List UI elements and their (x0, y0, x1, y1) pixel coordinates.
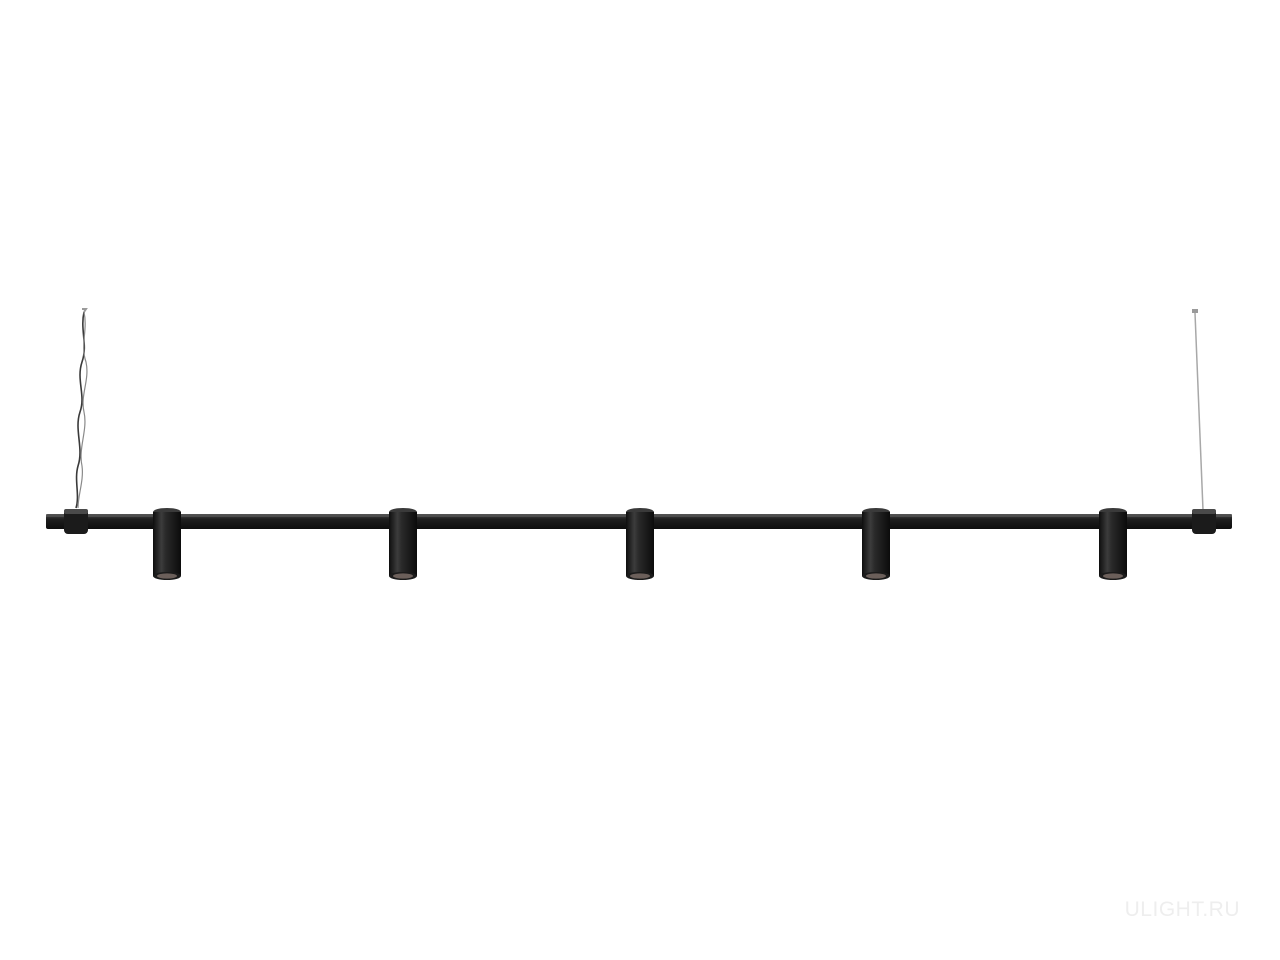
watermark-text: ULIGHT.RU (1124, 898, 1240, 921)
spotlight-2 (389, 508, 417, 580)
right-end-connector (1192, 509, 1216, 534)
spotlight-5 (1099, 508, 1127, 580)
spotlight-4 (862, 508, 890, 580)
left-suspension-wire (75, 308, 88, 509)
spotlight-1 (153, 508, 181, 580)
spotlight-3 (626, 508, 654, 580)
left-end-connector (64, 509, 88, 534)
right-suspension-cable (1192, 309, 1204, 511)
